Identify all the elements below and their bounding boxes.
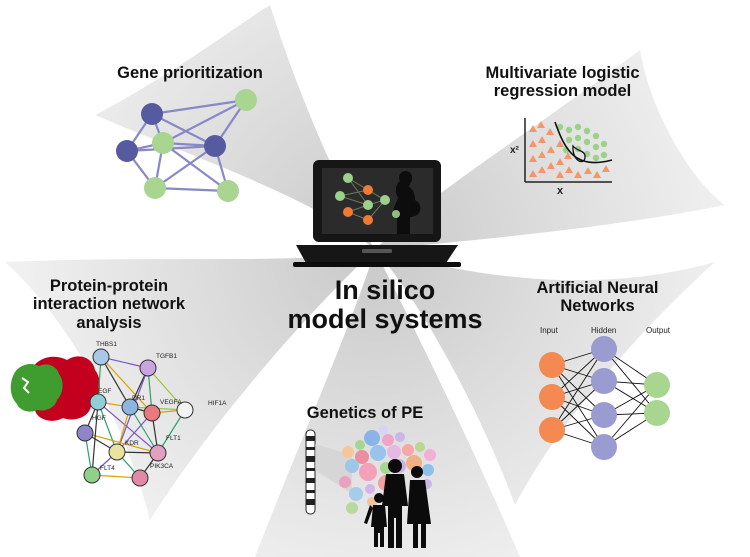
ann-title-line2: Networks <box>560 297 635 316</box>
ann-input-node <box>539 384 565 410</box>
gene-network <box>116 89 257 202</box>
ann-title: Artificial Neural Networks <box>510 279 685 316</box>
ann-output-node <box>644 372 670 398</box>
ann-title-line1: Artificial Neural <box>536 279 659 297</box>
plot-y-label: x² <box>510 145 520 156</box>
circle-points <box>556 123 608 162</box>
ann-hidden-label: Hidden <box>591 326 616 335</box>
fan-left <box>5 250 375 520</box>
ppi-network: THBS1 TGFB1 EGF DR1 VEGFA HIF1A HGF KDR … <box>10 341 227 487</box>
ppi-node <box>149 444 167 462</box>
ppi-node <box>83 466 101 484</box>
ann-hidden-node <box>591 402 617 428</box>
ppi-label-thbs1: THBS1 <box>96 341 117 348</box>
genetics-illustration <box>305 425 436 548</box>
ppi-label-vegfa: VEGFA <box>160 399 182 406</box>
logistic-title-line1: Multivariate logistic <box>485 64 640 82</box>
logistic-plot: x² x <box>510 118 613 197</box>
gene-node <box>144 177 166 199</box>
gene-node <box>141 103 163 125</box>
ppi-node <box>76 424 94 442</box>
ppi-node <box>108 443 126 461</box>
ann-input-node <box>539 417 565 443</box>
ann-hidden-node <box>591 368 617 394</box>
ppi-label-kdr: KDR <box>125 440 139 447</box>
ann-hidden-node <box>591 336 617 362</box>
fan-right <box>375 250 715 505</box>
ann-diagram: Input Hidden Output <box>539 326 671 460</box>
ann-input-node <box>539 352 565 378</box>
ppi-label-egf: EGF <box>98 388 111 395</box>
pregnant-woman-icon <box>393 171 421 234</box>
gene-prioritization-title: Gene prioritization <box>117 64 263 82</box>
logistic-title-line2: regression model <box>493 82 632 101</box>
ppi-node <box>143 404 161 422</box>
ann-hidden-node <box>591 434 617 460</box>
family-silhouette-icon <box>364 459 431 548</box>
laptop-icon <box>293 160 461 267</box>
ppi-label-dr1: DR1 <box>132 395 145 402</box>
ppi-label-flt4: FLT4 <box>100 465 115 472</box>
chromosome-icon <box>305 429 352 515</box>
ppi-node <box>176 401 194 419</box>
center-title-line1: In silico <box>334 275 436 305</box>
fan-bottom <box>255 250 520 557</box>
ppi-title-line3: analysis <box>76 313 142 332</box>
gene-bubble-cloud <box>339 425 436 514</box>
gene-node <box>116 140 138 162</box>
gene-node <box>217 180 239 202</box>
ppi-label-tgfb1: TGFB1 <box>156 353 177 360</box>
ppi-title: Protein-protein interaction network anal… <box>4 277 214 332</box>
ppi-node <box>89 393 107 411</box>
center-title: In silico model systems <box>260 275 510 335</box>
plot-x-label: x <box>557 185 564 197</box>
ann-output-node <box>644 400 670 426</box>
ppi-title-line2: interaction network <box>32 295 186 314</box>
ppi-node <box>139 359 157 377</box>
ann-output-label: Output <box>646 326 671 335</box>
ppi-label-flt1: FLT1 <box>166 435 181 442</box>
ppi-label-hgf: HGF <box>92 415 106 422</box>
ppi-title-line1: Protein-protein <box>49 277 169 295</box>
gene-node <box>204 135 226 157</box>
center-title-line2: model systems <box>287 304 483 335</box>
ppi-node <box>92 348 110 366</box>
genetics-title: Genetics of PE <box>306 404 424 422</box>
ppi-node <box>131 469 149 487</box>
triangle-points <box>529 121 610 178</box>
ppi-node <box>121 398 139 416</box>
ppi-label-pik3ca: PIK3CA <box>150 463 174 470</box>
fan-top-left <box>95 5 375 250</box>
ppi-label-hif1a: HIF1A <box>208 400 227 407</box>
gene-node <box>235 89 257 111</box>
gene-node <box>152 132 174 154</box>
logistic-regression-title: Multivariate logistic regression model <box>455 64 670 101</box>
ann-input-label: Input <box>540 326 559 335</box>
